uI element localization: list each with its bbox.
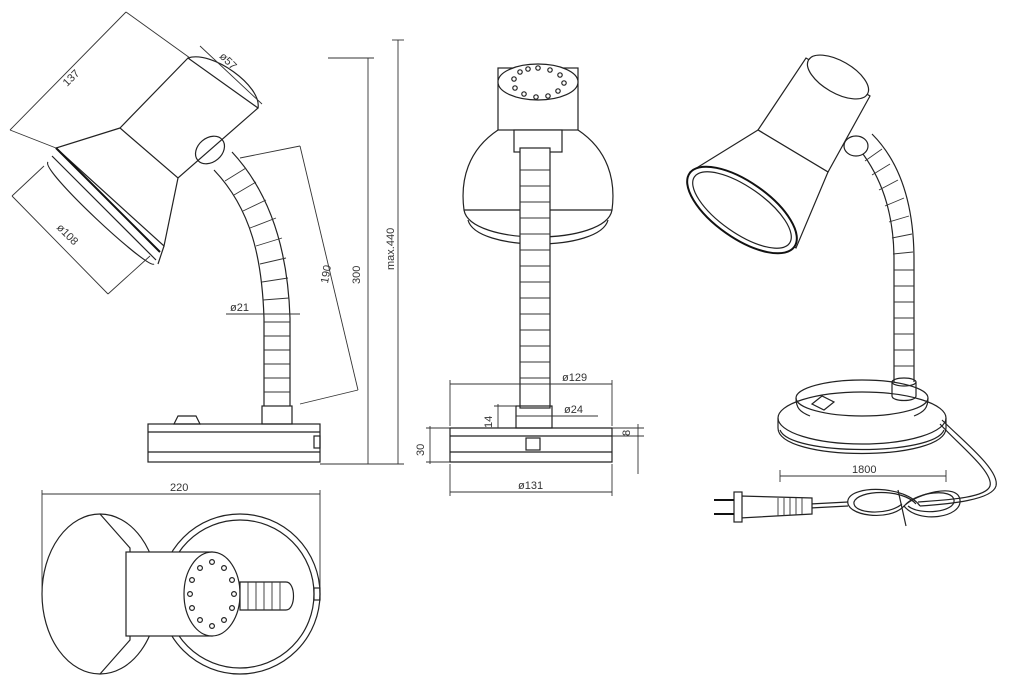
dim-neck: ø21: [230, 302, 249, 314]
dim-cable-length: 1800: [852, 464, 876, 476]
persp-cable-coil: [847, 488, 961, 518]
dim-base-inner: ø129: [562, 372, 587, 384]
dim-stem: ø24: [564, 404, 583, 416]
side-switch: [173, 415, 201, 425]
dim-arm-length: 190: [319, 264, 334, 284]
dim-base-height: 30: [415, 444, 427, 456]
dim-total-width: 220: [170, 482, 188, 494]
dim-switch-height: 14: [483, 416, 495, 428]
dim-shade-top: ø57: [217, 51, 239, 73]
dim-lamp-height: 300: [351, 266, 363, 284]
side-shade-cone: [54, 127, 179, 248]
persp-plug: [739, 495, 813, 519]
front-gooseneck: [519, 147, 551, 409]
top-view: 220: [41, 482, 321, 675]
perspective-view: 1800: [686, 54, 997, 527]
side-base: [147, 423, 321, 463]
front-view: ø129 ø24 14 30 8 ø131: [415, 63, 644, 496]
dim-shade-length: 137: [61, 68, 82, 89]
side-gooseneck: [213, 169, 265, 319]
dim-base-diameter: ø131: [518, 480, 543, 492]
side-stem-collar: [261, 405, 293, 425]
dim-max-height: max.440: [385, 228, 397, 270]
side-shade-cylinder: [119, 57, 259, 179]
dim-base-top: 8: [621, 430, 633, 436]
persp-switch: [810, 395, 836, 411]
persp-cable: [919, 419, 997, 507]
front-base: [449, 427, 613, 463]
dim-shade-bottom: ø108: [54, 222, 80, 248]
persp-base: [777, 391, 947, 445]
side-view: 137 ø57 ø108 190 ø21 300 max.440: [9, 11, 404, 465]
